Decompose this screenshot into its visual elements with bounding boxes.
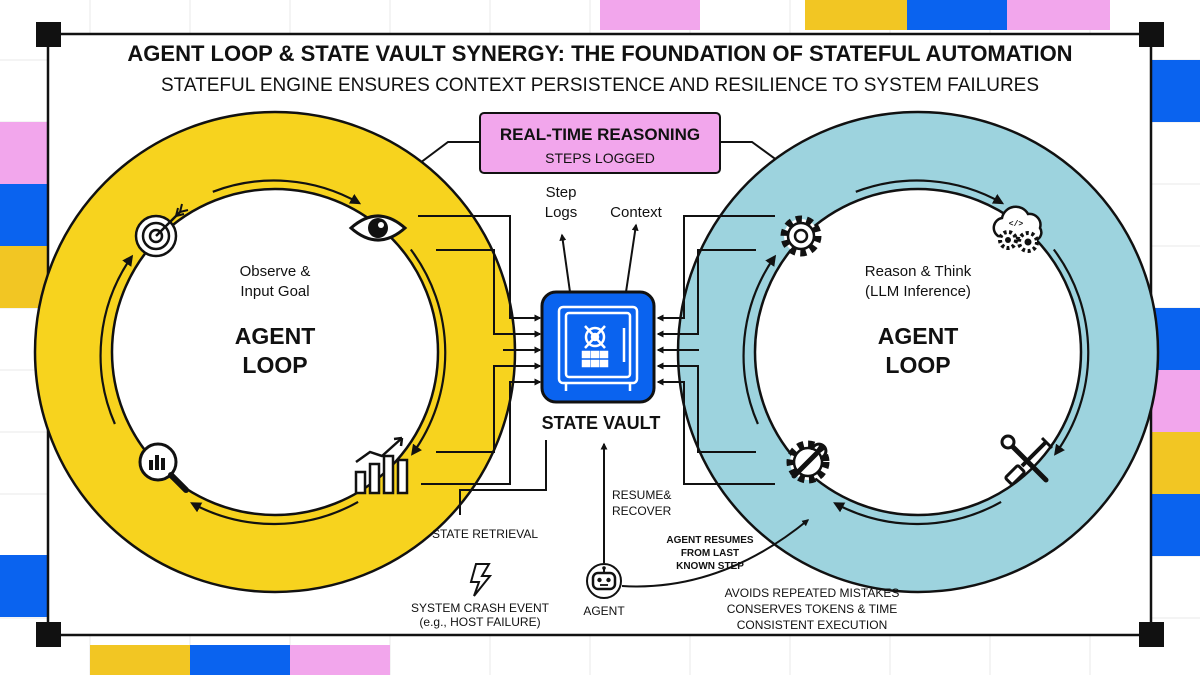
tile xyxy=(90,645,190,675)
left-loop-caption-line2: Input Goal xyxy=(240,283,309,300)
frame-corner xyxy=(36,622,61,647)
state-retrieval-line xyxy=(459,440,547,515)
right-loop-name-line1: AGENT xyxy=(878,323,959,349)
left-loop-name-line2: LOOP xyxy=(242,352,307,378)
tile xyxy=(1152,370,1200,432)
left-agent-loop: Observe & Input Goal AGENT LOOP xyxy=(33,110,517,594)
tile xyxy=(0,555,48,617)
frame-corner xyxy=(1139,622,1164,647)
tile xyxy=(190,645,290,675)
tile xyxy=(1152,432,1200,494)
agent-resumes-line2: FROM LAST xyxy=(681,548,739,559)
tile xyxy=(290,645,390,675)
right-loop-caption-line2: (LLM Inference) xyxy=(865,283,971,300)
tile xyxy=(1007,0,1110,30)
frame-corner xyxy=(1139,22,1164,47)
eye-icon xyxy=(348,214,408,242)
tile xyxy=(0,184,48,246)
svg-text:</>: </> xyxy=(1009,220,1024,229)
state-retrieval-label: STATE RETRIEVAL xyxy=(432,527,538,541)
left-to-vault-arrows xyxy=(418,215,542,485)
agent-label: AGENT xyxy=(583,604,625,618)
right-loop-name-line2: LOOP xyxy=(885,352,950,378)
right-agent-loop: Reason & Think (LLM Inference) AGENT LOO… xyxy=(676,110,1160,594)
safe-icon xyxy=(557,305,639,391)
cloud-gears-icon: </> xyxy=(992,205,1043,253)
tile xyxy=(1152,494,1200,556)
growth-chart-icon xyxy=(354,436,409,495)
benefit-item: CONSERVES TOKENS & TIME xyxy=(727,602,898,616)
tile xyxy=(1152,308,1200,370)
gear-icon xyxy=(780,215,822,257)
state-vault: STATE VAULT xyxy=(540,290,661,433)
left-loop-caption-line1: Observe & xyxy=(240,263,311,280)
tile xyxy=(1152,60,1200,122)
gear-wrench-icon xyxy=(786,440,830,484)
step-logs-label-line1: Step xyxy=(546,184,577,201)
frame-corner xyxy=(36,22,61,47)
state-vault-label: STATE VAULT xyxy=(542,413,661,433)
context-label: Context xyxy=(610,204,663,221)
agent-resumes-line3: KNOWN STEP xyxy=(676,561,744,572)
lightning-icon xyxy=(469,563,493,597)
step-logs-label-line2: Logs xyxy=(545,204,578,221)
magnifier-chart-icon xyxy=(138,442,189,493)
realtime-reasoning-box: REAL-TIME REASONING STEPS LOGGED xyxy=(479,112,721,174)
tools-icon xyxy=(1000,434,1054,486)
target-icon xyxy=(134,203,189,258)
robot-icon xyxy=(586,563,622,599)
page-subtitle: STATEFUL ENGINE ENSURES CONTEXT PERSISTE… xyxy=(161,75,1039,96)
crash-event-line2: (e.g., HOST FAILURE) xyxy=(419,615,540,629)
agent-resumes-line1: AGENT RESUMES xyxy=(666,535,754,546)
vault-output-arrows xyxy=(559,223,639,293)
resume-recover-line2: RECOVER xyxy=(612,504,672,518)
resume-recover-line1: RESUME& xyxy=(612,488,671,502)
crash-event-line1: SYSTEM CRASH EVENT xyxy=(411,601,550,615)
realtime-title: REAL-TIME REASONING xyxy=(500,125,700,144)
realtime-subtitle: STEPS LOGGED xyxy=(545,150,655,166)
benefit-item: CONSISTENT EXECUTION xyxy=(737,618,887,632)
right-loop-cycle-arrows xyxy=(742,179,1090,526)
left-loop-name-line1: AGENT xyxy=(235,323,316,349)
page-title: AGENT LOOP & STATE VAULT SYNERGY: THE FO… xyxy=(127,41,1072,66)
agent-resumes-arrow xyxy=(621,519,810,588)
left-loop-cycle-arrows xyxy=(99,179,447,526)
tile xyxy=(0,122,48,184)
right-to-vault-arrows xyxy=(656,215,775,485)
benefit-item: AVOIDS REPEATED MISTAKES xyxy=(725,586,900,600)
tile xyxy=(805,0,907,30)
right-loop-caption-line1: Reason & Think xyxy=(865,263,972,280)
tile xyxy=(600,0,700,30)
tile xyxy=(907,0,1007,30)
